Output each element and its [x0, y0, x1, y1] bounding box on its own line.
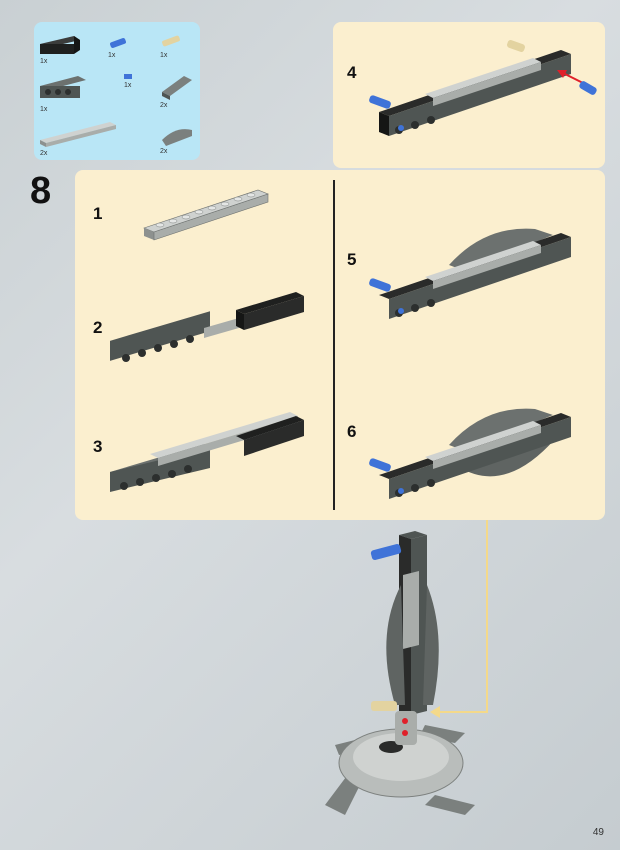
insert-arrow: [557, 70, 567, 78]
blue-pin: [110, 38, 126, 48]
gray-slope: [162, 76, 192, 100]
tan-pin: [162, 35, 180, 47]
substep-label: 5: [347, 250, 357, 269]
substep-5-illustration: [369, 228, 571, 319]
step-number: 8: [30, 170, 52, 212]
panel-divider: [333, 180, 335, 510]
substep-2-illustration: [110, 292, 304, 362]
small-blue-pin: [124, 74, 132, 79]
part-qty: 1x: [40, 58, 48, 65]
part-qty: 1x: [124, 82, 132, 89]
part-qty: 2x: [160, 102, 168, 109]
light-gray-plate: [40, 122, 116, 147]
blue-pin: [370, 543, 402, 561]
part-qty: 1x: [108, 52, 116, 59]
parts-illustration: [40, 35, 192, 147]
gray-technic-brick: [40, 76, 86, 98]
page-number: 49: [592, 827, 604, 838]
gray-curved-slope: [162, 129, 192, 146]
substep-3-illustration: [110, 412, 304, 492]
substep-label: 4: [347, 63, 357, 82]
substep-label: 3: [93, 437, 103, 456]
part-qty: 2x: [160, 148, 168, 155]
part-qty: 2x: [40, 150, 48, 157]
substep-label: 1: [93, 204, 103, 223]
substep-label: 2: [93, 318, 103, 337]
parts-list: 1x 1x 1x 1x 1x 2x 2x 2x: [34, 22, 200, 160]
final-assembly-illustration: [325, 531, 475, 815]
part-qty: 1x: [40, 106, 48, 113]
tan-pin: [371, 701, 397, 711]
substep-6-illustration: [369, 408, 571, 499]
blue-pin: [369, 95, 391, 109]
tan-pin: [507, 40, 525, 52]
substep-4-illustration: [369, 40, 597, 136]
substep-label: 6: [347, 422, 357, 441]
part-qty: 1x: [160, 52, 168, 59]
black-technic-brick: [40, 36, 80, 54]
substep-1-illustration: [143, 189, 269, 241]
